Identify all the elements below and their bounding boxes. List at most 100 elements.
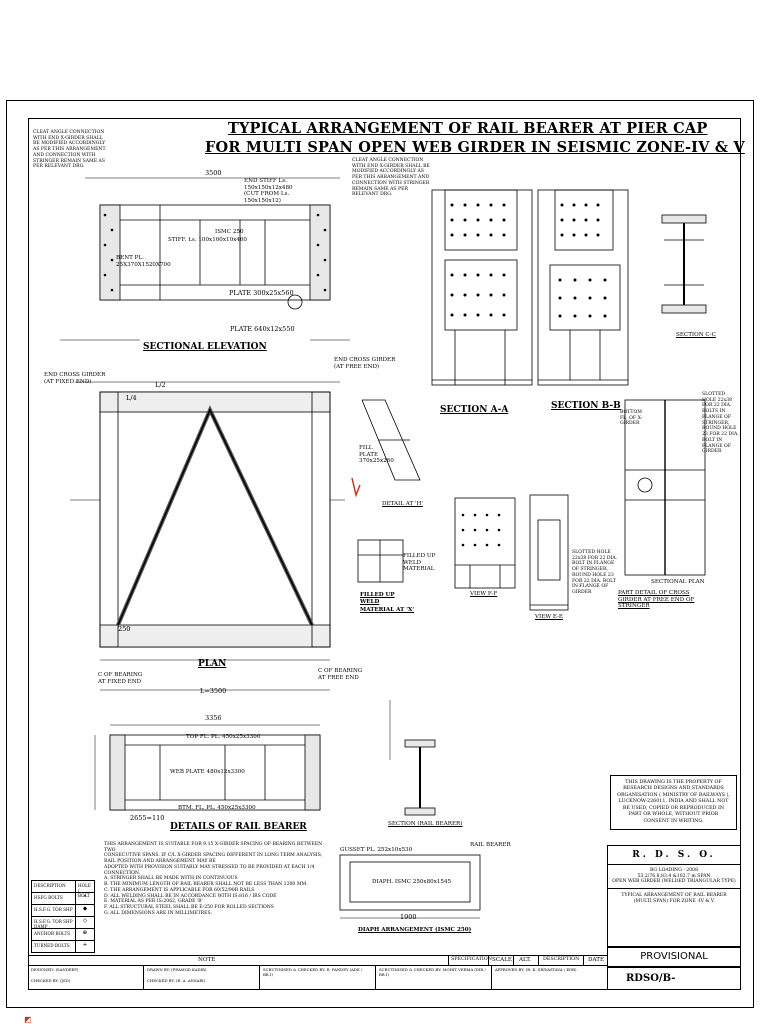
org-name: R. D. S. O. bbox=[608, 846, 740, 865]
legend-row: H.S.F.G. TOR SHP DAMP ◇ bbox=[32, 917, 94, 929]
rail-bearer-callout: RAIL BEARER bbox=[470, 842, 511, 848]
note-line: D. ALL WELDING SHALL BE IN ACCORDANCE WI… bbox=[104, 893, 277, 899]
sectional-elevation-label: SECTIONAL ELEVATION bbox=[143, 342, 267, 352]
corner-mark-icon: ◩ bbox=[24, 1015, 32, 1024]
note-line: B. THE MINIMUM LENGTH OF RAIL BEARER SHA… bbox=[104, 882, 308, 888]
section-rail-bearer-outline bbox=[404, 739, 436, 748]
title-line: BG LOADING - 2008 bbox=[649, 868, 699, 873]
diaph-arrangement-label: DIAPH ARRANGEMENT (ISMC 250) bbox=[358, 927, 472, 933]
note-line: CONSECUTIVE SPANS. IF C/L X-GIRDER SPACI… bbox=[104, 853, 323, 865]
title-block: R. D. S. O. BG LOADING - 2008 53.2/76.8,… bbox=[607, 845, 741, 947]
general-notes: THIS ARRANGEMENT IS SUITABLE FOR 9.15 X-… bbox=[104, 842, 332, 917]
title-line: (MULTI SPAN) FOR ZONE -IV & V bbox=[633, 898, 715, 904]
section-cc-outline bbox=[661, 214, 707, 224]
legend-row: HSFG BOLTS • bbox=[32, 893, 94, 905]
legend-table: DESCRIPTION HOLE / BOLT HSFG BOLTS • H.S… bbox=[31, 880, 95, 953]
section-bb-label: SECTION B-B bbox=[551, 401, 621, 411]
view-ee-outline bbox=[529, 494, 569, 611]
note-line: G. ALL DIMENSIONS ARE IN MILLIMETRES. bbox=[104, 910, 212, 916]
cleat-note-right: CLEAT ANGLE CONNECTION WITH END X-GIRDER… bbox=[352, 158, 430, 198]
rev-alt: ALT. bbox=[519, 957, 531, 963]
section-bb-outline bbox=[537, 189, 629, 386]
bent-pl-label: BENT PL. 25X370X1520X700 bbox=[116, 255, 171, 268]
drawing-number: RDSO/B- bbox=[607, 967, 741, 990]
section-cc-label: SECTION C-C bbox=[676, 332, 716, 338]
elevation-outline bbox=[99, 204, 331, 301]
plan-label: PLAN bbox=[198, 659, 227, 669]
dim-3356: 3356 bbox=[205, 714, 222, 722]
section-aa-label: SECTION A-A bbox=[440, 405, 509, 415]
bearing-free-label: C OF BEARING AT FREE END bbox=[318, 668, 363, 681]
diaph-label: DIAPH. ISMC 250x80x1545 bbox=[372, 879, 452, 885]
bottom-fl-note: BOTTOM FL. OF X-GIRDER bbox=[620, 410, 643, 427]
part-detail-label: PART DETAIL OF CROSS GIRDER AT FREE END … bbox=[618, 590, 695, 610]
legend-row: ANCHOR BOLTS ⊕ bbox=[32, 929, 94, 941]
plan-outline bbox=[99, 391, 331, 648]
dim-l3500: L=3500 bbox=[200, 687, 227, 695]
signature-cell: DESIGNED: (SANDEEP) CHECKED BY: (JSD) bbox=[28, 966, 144, 990]
note-line: C. THE ARRANGEMENT IS APPLICABLE FOR 60/… bbox=[104, 887, 255, 893]
fillet-weld-label: FILLED UP WELD MATERIAL bbox=[403, 553, 436, 573]
signature-cell: DRAWN BY: (PRAMOD KADIR) CHECKED BY: (R.… bbox=[144, 966, 260, 990]
detail-h-label: DETAIL AT 'H' bbox=[382, 501, 423, 507]
view-ee-label: VIEW E-E bbox=[535, 614, 564, 620]
rev-scale: SCALE bbox=[492, 957, 512, 963]
fill-plate-label: FILL PLATE 370x25x260 bbox=[359, 445, 394, 465]
details-rail-bearer-label: DETAILS OF RAIL BEARER bbox=[170, 822, 307, 832]
stiff-label: STIFF. Ls. 100x100x10x460 bbox=[168, 237, 247, 243]
view-ff-label: VIEW F-F bbox=[470, 591, 498, 597]
property-notice: THIS DRAWING IS THE PROPERTY OF RESEARCH… bbox=[617, 780, 730, 824]
plate-300-label: PLATE 300x25x560 bbox=[229, 289, 294, 297]
end-stiff-label: END STIFF Ls. 150x150x12x480 (CUT FROM L… bbox=[244, 178, 293, 205]
slotted-view-note: SLOTTED HOLE 22x38 FOR 22 DIA. BOLT IN F… bbox=[572, 550, 618, 596]
revision-row: NOTE SPECIFICATION SCALE ALT. DESCRIPTIO… bbox=[28, 955, 607, 966]
top-fl-label: TOP FL. PL. 450x25x3300 bbox=[186, 734, 261, 740]
filled-up-weld-x-label: FILLED UP WELD MATERIAL AT 'X' bbox=[360, 592, 415, 613]
dim-l2: L/2 bbox=[155, 381, 166, 389]
dim-2655: 2655=110 bbox=[130, 814, 165, 822]
view-ff-outline bbox=[454, 497, 516, 589]
plate-640-label: PLATE 640x12x550 bbox=[230, 325, 295, 333]
signature-row: DESIGNED: (SANDEEP) CHECKED BY: (JSD) DR… bbox=[28, 966, 607, 990]
title-line: 53.2/76.8,83.4 &102.7 m SPAN bbox=[637, 873, 711, 879]
dim-3500-top: 3500 bbox=[205, 169, 222, 177]
rev-spec: SPECIFICATION bbox=[451, 957, 492, 962]
rev-description: DESCRIPTION bbox=[543, 957, 580, 962]
title-line-2: FOR MULTI SPAN OPEN WEB GIRDER IN SEISMI… bbox=[205, 139, 745, 156]
note-line: F. ALL STRUCTURAL STEEL SHALL BE E-250 F… bbox=[104, 905, 274, 911]
diaph-outline bbox=[339, 854, 481, 911]
section-rail-bearer-label: SECTION (RAIL BEARER) bbox=[388, 821, 463, 827]
btm-fl-label: BTM. FL. PL. 450x25x3300 bbox=[178, 805, 256, 811]
legend-row: DESCRIPTION HOLE / BOLT bbox=[32, 881, 94, 898]
slotted-top-note: SLOTTED HOLE 22x38 FOR 22 DIA. BOLTS IN … bbox=[702, 392, 739, 455]
bearing-fixed-label: C OF BEARING AT FIXED END bbox=[98, 672, 143, 685]
drawing-frame bbox=[28, 118, 741, 990]
detail-h-outline bbox=[361, 399, 421, 481]
rev-date: DATE bbox=[588, 957, 605, 963]
signature-cell: APPROVED BY: (R. K. SRIVASTAVA / EDB) bbox=[495, 967, 577, 972]
web-plate-label: WEB PLATE 480x12x3300 bbox=[170, 769, 245, 775]
title-line: OPEN WEB GIRDER (WELDED TRIANGULAR TYPE) bbox=[608, 879, 740, 890]
ismc-label: ISMC 250 bbox=[215, 229, 244, 235]
end-cross-girder-fixed: END CROSS GIRDER (AT FIXED END) bbox=[44, 372, 106, 385]
status-provisional: PROVISIONAL bbox=[607, 947, 741, 967]
drawing-sheet bbox=[6, 100, 754, 1008]
gusset-label: GUSSET PL. 252x10x530 bbox=[340, 847, 413, 853]
legend-row: TURNED BOLTS + bbox=[32, 941, 94, 952]
title-line-1: TYPICAL ARRANGEMENT OF RAIL BEARER AT PI… bbox=[228, 120, 708, 137]
legend-row: H.S.F.G. TOR SHP ◆ bbox=[32, 905, 94, 917]
signature-cell: SCRUTINISED & CHECKED BY: MOHIT VERMA (D… bbox=[376, 966, 492, 990]
property-notice-box: THIS DRAWING IS THE PROPERTY OF RESEARCH… bbox=[610, 775, 737, 830]
signature-cell: SCRUTINISED & CHECKED BY: R. PANDEY (ADE… bbox=[260, 966, 376, 990]
end-cross-girder-free: END CROSS GIRDER (AT FREE END) bbox=[334, 357, 396, 370]
weld-detail-outline bbox=[357, 539, 404, 583]
sectional-plan-label: SECTIONAL PLAN bbox=[651, 579, 705, 585]
cleat-note-left: CLEAT ANGLE CONNECTION WITH END X-GIRDER… bbox=[33, 130, 106, 170]
dim-l4: L/4 bbox=[126, 394, 137, 402]
note-line: ADOPTED WITH PROVISION SUITABLY MAY STRE… bbox=[104, 864, 315, 876]
note-line: A. STRINGER SHALL BE MADE WITH IN CONTIN… bbox=[104, 876, 238, 882]
rev-note: NOTE bbox=[198, 957, 216, 963]
title-line: TYPICAL ARRANGEMENT OF RAIL BEARER bbox=[621, 893, 727, 899]
dim-250: 250 bbox=[118, 625, 131, 633]
